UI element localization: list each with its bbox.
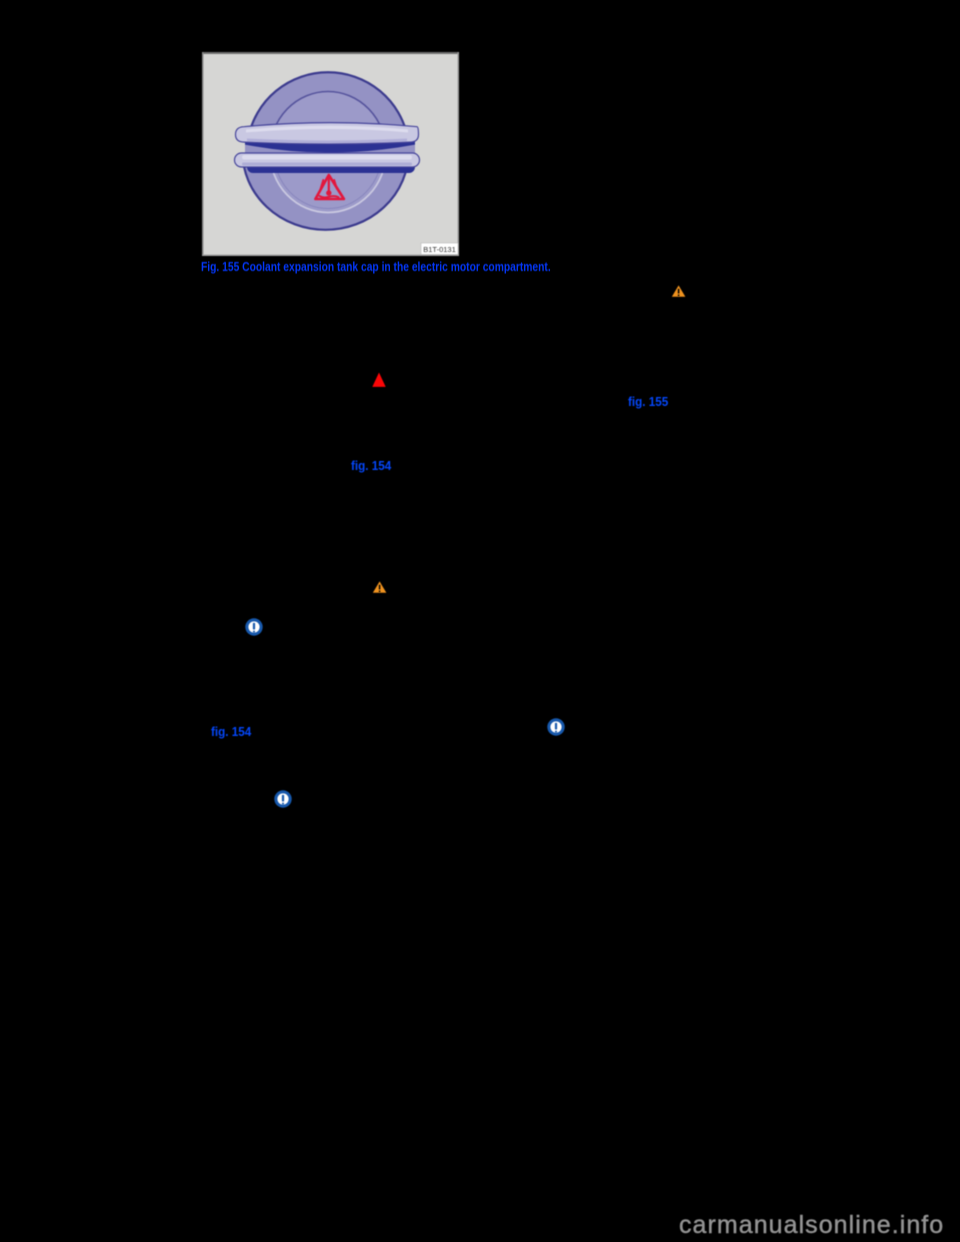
svg-text:B1T-0131: B1T-0131 xyxy=(423,245,456,254)
